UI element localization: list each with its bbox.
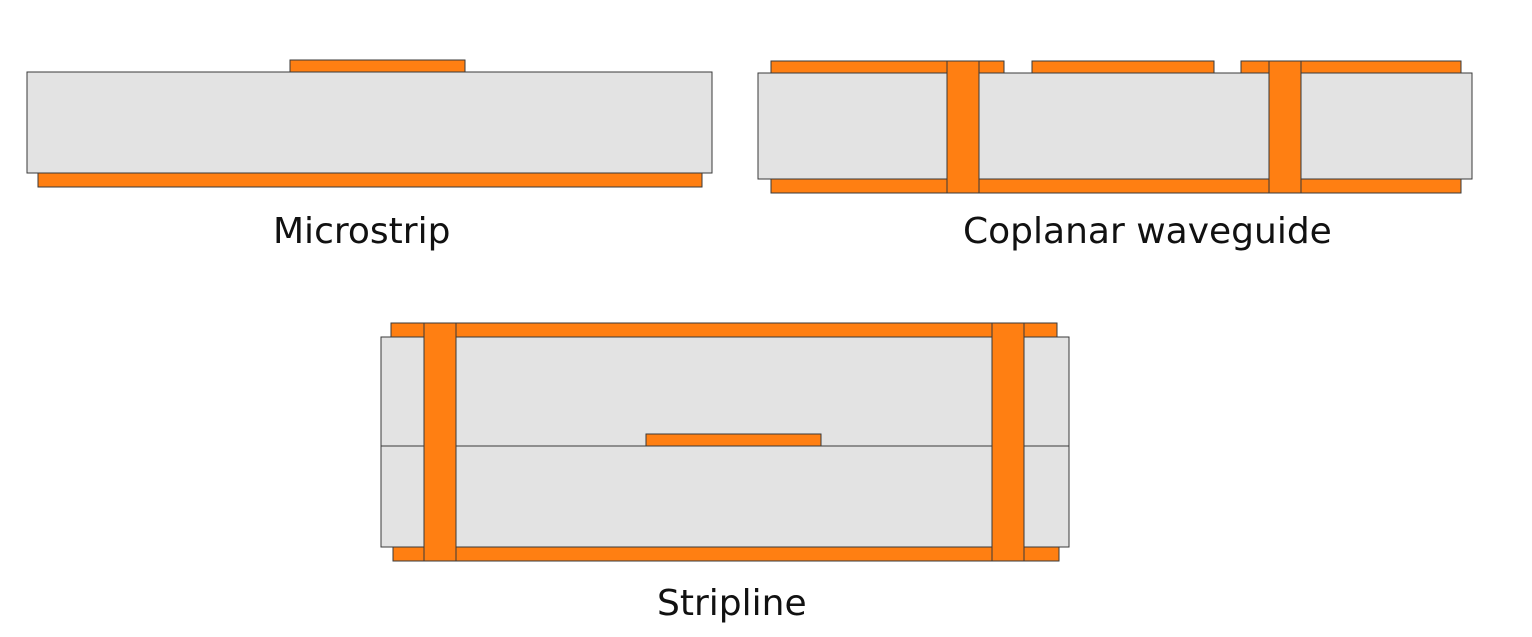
microstrip-diagram — [26, 59, 713, 188]
stripline-via-right — [991, 322, 1025, 562]
coplanar-via-right — [1268, 60, 1302, 194]
microstrip-ground-plane — [37, 172, 703, 188]
stripline-via-left — [423, 322, 457, 562]
microstrip-signal-trace — [289, 59, 466, 73]
stripline-bottom-ground — [392, 546, 1060, 562]
coplanar-via-left — [946, 60, 980, 194]
coplanar-signal-trace — [1031, 60, 1215, 74]
coplanar-dielectric — [757, 72, 1473, 180]
stripline-dielectric-upper — [380, 336, 1070, 447]
stripline-signal-trace — [645, 433, 822, 447]
coplanar-ground-plane — [770, 178, 1462, 194]
stripline-label: Stripline — [657, 583, 807, 624]
microstrip-label: Microstrip — [273, 211, 451, 252]
coplanar-ground-left — [770, 60, 1005, 74]
stripline-diagram — [380, 322, 1070, 562]
coplanar-diagram — [757, 60, 1473, 194]
coplanar-waveguide-label: Coplanar waveguide — [963, 211, 1332, 252]
microstrip-dielectric — [26, 71, 713, 174]
stripline-top-ground — [390, 322, 1058, 338]
stripline-dielectric-lower — [380, 445, 1070, 548]
